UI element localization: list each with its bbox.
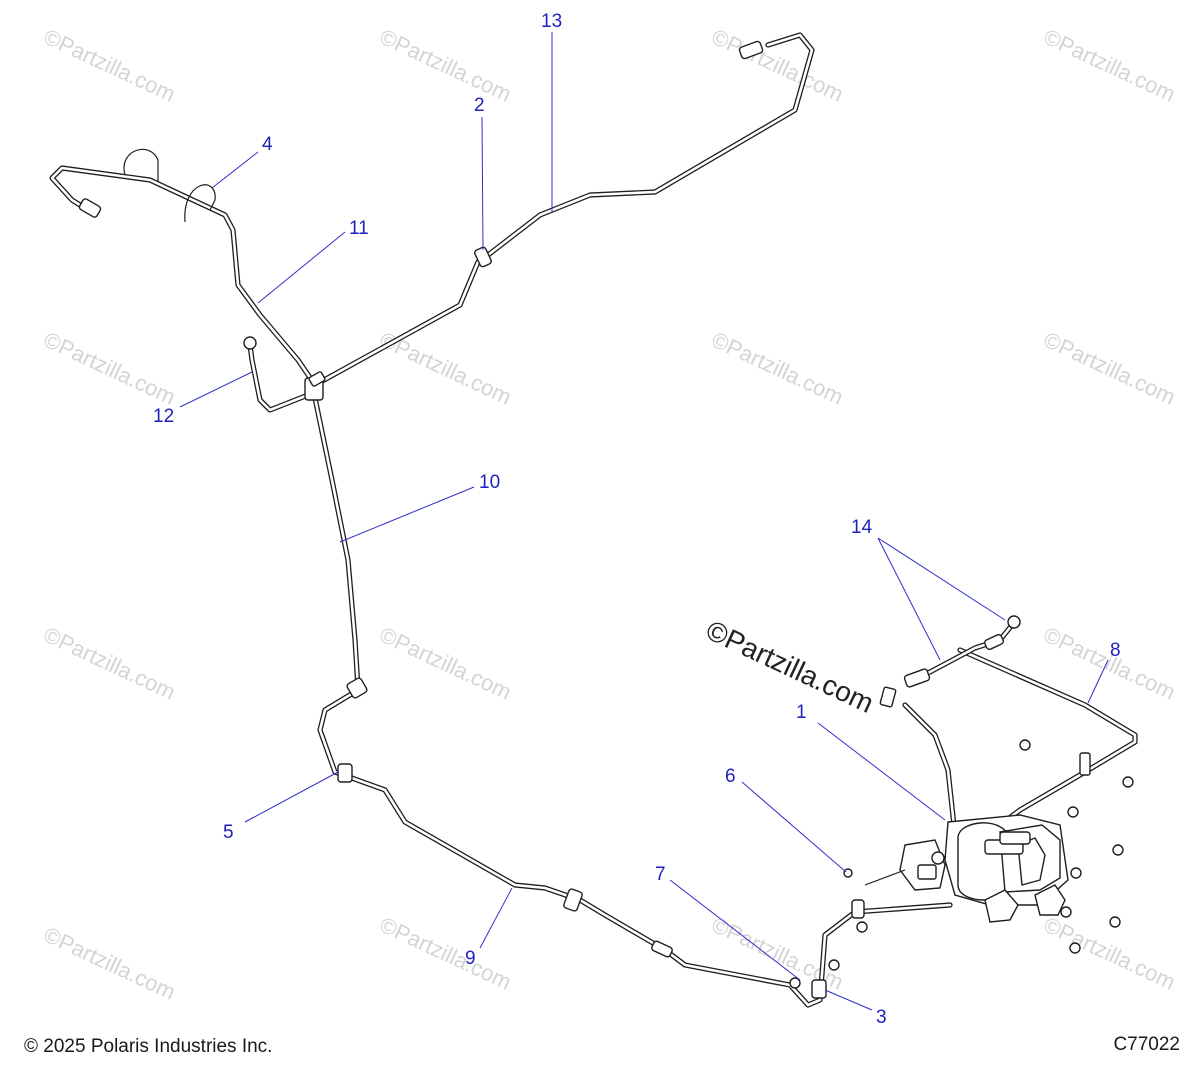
callout-labels: 1 2 3 4 5 6 7 8 9 10 11 12 13 14	[153, 11, 1121, 1028]
callout-12: 12	[153, 406, 174, 427]
callout-3: 3	[876, 1007, 887, 1028]
leader-12	[179, 371, 253, 408]
watermark: ©Partzilla.com	[1040, 24, 1179, 107]
components	[78, 40, 1134, 999]
brake-switch	[903, 668, 931, 688]
master-cylinder-assembly	[864, 814, 1069, 923]
clip	[851, 899, 865, 919]
leader-14b	[877, 537, 1006, 621]
callout-4: 4	[262, 134, 273, 155]
watermark: ©Partzilla.com	[708, 327, 847, 410]
end-fitting-left	[78, 198, 102, 218]
callout-6: 6	[725, 766, 736, 787]
watermark: ©Partzilla.com	[1040, 327, 1179, 410]
fastener	[856, 921, 868, 933]
nut	[1070, 867, 1082, 879]
watermark: ©Partzilla.com	[40, 327, 179, 410]
leader-5	[244, 771, 339, 823]
callout-8: 8	[1110, 640, 1121, 661]
leader-8	[1087, 659, 1109, 704]
leader-7	[669, 879, 801, 981]
watermark: ©Partzilla.com	[1040, 912, 1179, 995]
leader-3	[824, 989, 873, 1011]
nut	[1019, 739, 1031, 751]
watermark: ©Partzilla.com	[708, 24, 847, 107]
watermark: ©Partzilla.com	[376, 912, 515, 995]
nut	[1112, 844, 1124, 856]
callout-10: 10	[479, 472, 500, 493]
fitting	[984, 633, 1004, 651]
watermark: ©Partzilla.com	[40, 922, 179, 1005]
union-fitting	[651, 940, 673, 958]
leader-4	[211, 151, 259, 189]
rivet	[843, 868, 853, 878]
retaining-clip	[123, 148, 159, 182]
fastener	[789, 977, 801, 989]
end-fitting-top-right	[738, 40, 764, 60]
clip	[563, 888, 583, 912]
switch-bracket	[879, 686, 897, 708]
callout-14: 14	[851, 517, 873, 538]
leader-9	[479, 887, 513, 949]
callout-13: 13	[541, 11, 562, 32]
fastener	[828, 959, 840, 971]
watermark: ©Partzilla.com	[376, 622, 515, 705]
clip	[811, 979, 827, 999]
line-12-end-cap	[243, 336, 257, 350]
leader-10	[339, 486, 475, 543]
retaining-clip	[184, 184, 216, 223]
fitting	[1007, 615, 1021, 629]
leader-lines	[179, 32, 1109, 1011]
leader-2	[481, 116, 484, 251]
callout-1: 1	[796, 702, 807, 723]
nut	[1067, 806, 1079, 818]
watermark: ©Partzilla.com	[376, 24, 515, 107]
hose-fitting	[346, 677, 368, 699]
watermark: ©Partzilla.com	[40, 24, 179, 107]
clip	[337, 763, 353, 783]
callout-5: 5	[223, 822, 234, 843]
leader-14a	[877, 537, 941, 661]
nut	[1069, 942, 1081, 954]
nut	[1060, 906, 1072, 918]
copyright-notice: © 2025 Polaris Industries Inc.	[24, 1036, 273, 1057]
watermark: ©Partzilla.com	[40, 622, 179, 705]
leader-11	[257, 231, 346, 304]
upper-fitting	[308, 371, 326, 387]
callout-2: 2	[474, 95, 485, 116]
callout-9: 9	[465, 948, 476, 969]
leader-6	[741, 781, 847, 873]
diagram-code: C77022	[1113, 1034, 1180, 1055]
watermark-center: ©Partzilla.com	[701, 614, 878, 719]
clip	[1079, 752, 1091, 776]
callout-11: 11	[349, 218, 369, 239]
clip	[474, 246, 492, 268]
callout-7: 7	[655, 864, 666, 885]
leader-1	[817, 722, 946, 821]
nut	[1122, 776, 1134, 788]
nut	[1109, 916, 1121, 928]
